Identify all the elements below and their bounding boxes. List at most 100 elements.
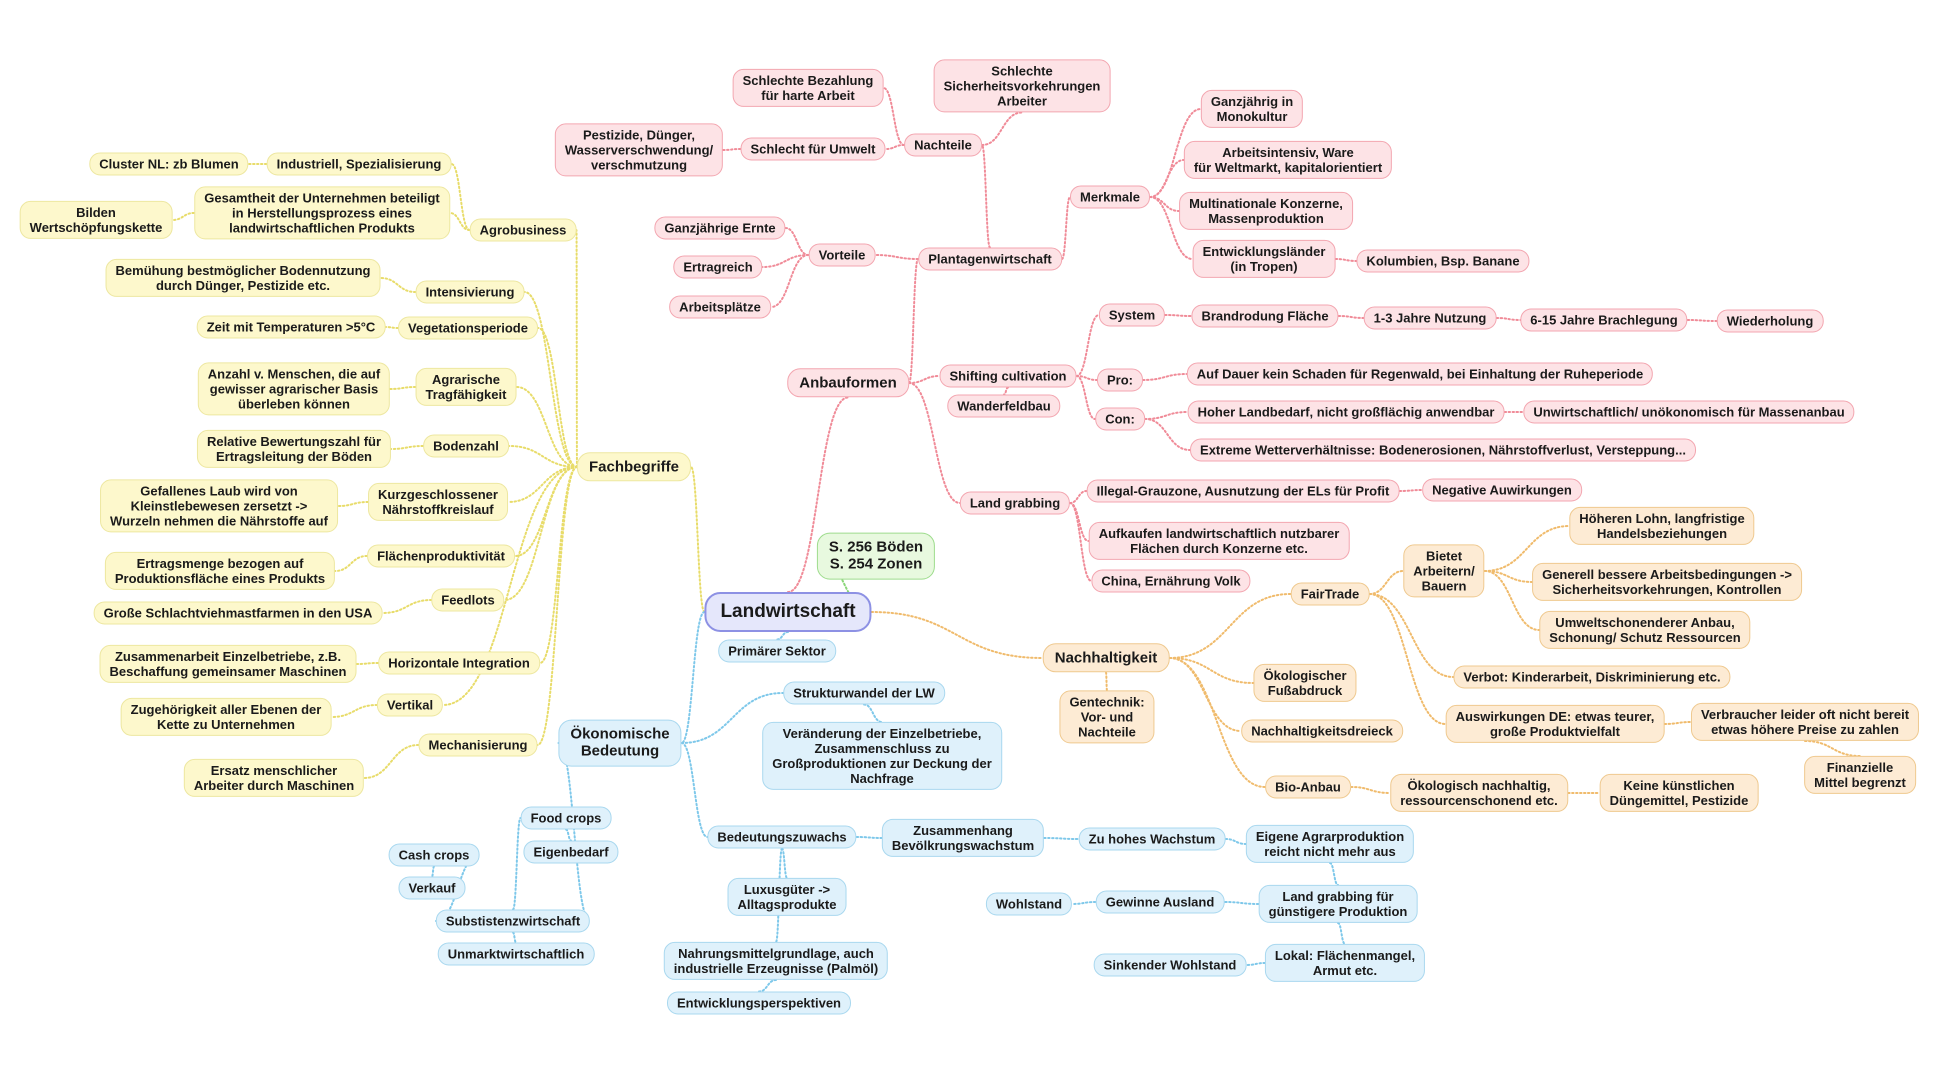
node-eigenbed[interactable]: Eigenbedarf bbox=[523, 840, 619, 864]
node-auswirk[interactable]: Auswirkungen DE: etwas teurer,große Prod… bbox=[1445, 704, 1665, 744]
node-unmarkt[interactable]: Unmarktwirtschaftlich bbox=[437, 942, 595, 966]
node-veraend[interactable]: Veränderung der Einzelbetriebe,Zusammens… bbox=[762, 721, 1002, 791]
node-zusarb[interactable]: Zusammenarbeit Einzelbetriebe, z.B.Besch… bbox=[99, 644, 357, 684]
node-vort[interactable]: Vorteile bbox=[808, 243, 876, 267]
node-verkauf[interactable]: Verkauf bbox=[398, 876, 466, 900]
node-intens[interactable]: Intensivierung bbox=[415, 280, 525, 304]
node-jahre13[interactable]: 1-3 Jahre Nutzung bbox=[1363, 306, 1497, 330]
node-hoher[interactable]: Hoher Landbedarf, nicht großflächig anwe… bbox=[1187, 400, 1505, 424]
node-brand[interactable]: Brandrodung Fläche bbox=[1191, 304, 1339, 328]
node-feed[interactable]: Feedlots bbox=[431, 588, 505, 612]
node-cluster[interactable]: Cluster NL: zb Blumen bbox=[89, 152, 249, 176]
node-zuhoch[interactable]: Zu hohes Wachstum bbox=[1078, 827, 1226, 851]
node-multi[interactable]: Multinationale Konzerne,Massenproduktion bbox=[1179, 191, 1353, 231]
node-entw[interactable]: Entwicklungsländer(in Tropen) bbox=[1192, 239, 1336, 279]
node-extrem[interactable]: Extreme Wetterverhältnisse: Bodenerosion… bbox=[1190, 438, 1696, 462]
node-system[interactable]: System bbox=[1098, 303, 1166, 327]
node-vert[interactable]: Vertikal bbox=[376, 693, 444, 717]
node-generell[interactable]: Generell bessere Arbeitsbedingungen ->Si… bbox=[1532, 562, 1802, 602]
node-illegal[interactable]: Illegal-Grauzone, Ausnutzung der ELs für… bbox=[1086, 479, 1400, 503]
node-bodenz[interactable]: Bodenzahl bbox=[423, 434, 509, 458]
node-food[interactable]: Food crops bbox=[520, 806, 612, 830]
node-china[interactable]: China, Ernährung Volk bbox=[1091, 569, 1251, 593]
node-con[interactable]: Con: bbox=[1095, 407, 1145, 431]
node-indus[interactable]: Industriell, Spezialisierung bbox=[266, 152, 452, 176]
node-wohl[interactable]: Wohlstand bbox=[985, 892, 1073, 916]
node-arbpl[interactable]: Arbeitsplätze bbox=[669, 295, 771, 319]
node-veget[interactable]: Vegetationsperiode bbox=[398, 316, 538, 340]
node-horiz[interactable]: Horizontale Integration bbox=[378, 651, 540, 675]
node-ganzernte[interactable]: Ganzjährige Ernte bbox=[654, 216, 786, 240]
node-dauer[interactable]: Auf Dauer kein Schaden für Regenwald, be… bbox=[1186, 362, 1654, 386]
node-nacht[interactable]: Nachteile bbox=[904, 133, 982, 157]
node-gewinne[interactable]: Gewinne Ausland bbox=[1095, 890, 1225, 914]
node-verbot[interactable]: Verbot: Kinderarbeit, Diskriminierung et… bbox=[1453, 665, 1731, 689]
node-schlumw[interactable]: Schlecht für Umwelt bbox=[740, 137, 886, 161]
node-luxus[interactable]: Luxusgüter ->Alltagsprodukte bbox=[727, 877, 847, 917]
node-nachh[interactable]: Nachhaltigkeit bbox=[1042, 643, 1170, 673]
node-merk[interactable]: Merkmale bbox=[1070, 185, 1150, 209]
node-subsist[interactable]: Substistenzwirtschaft bbox=[435, 909, 591, 933]
node-umwelts[interactable]: Umweltschonenderer Anbau,Schonung/ Schut… bbox=[1539, 610, 1751, 650]
node-landgr[interactable]: Land grabbing bbox=[959, 491, 1071, 515]
node-negaus[interactable]: Negative Auwirkungen bbox=[1422, 478, 1582, 502]
node-pest[interactable]: Pestizide, Dünger,Wasserverschwendung/ve… bbox=[554, 123, 724, 177]
node-oekonach[interactable]: Ökologisch nachhaltig,ressourcenschonend… bbox=[1390, 773, 1568, 813]
node-ertrag[interactable]: Ertragreich bbox=[673, 255, 763, 279]
node-shift[interactable]: Shifting cultivation bbox=[939, 364, 1077, 388]
node-wander[interactable]: Wanderfeldbau bbox=[947, 394, 1061, 418]
node-jahre615[interactable]: 6-15 Jahre Brachlegung bbox=[1520, 308, 1688, 332]
node-dreieck[interactable]: Nachhaltigkeitsdreieck bbox=[1241, 719, 1403, 743]
node-cash[interactable]: Cash crops bbox=[388, 843, 480, 867]
node-zeit[interactable]: Zeit mit Temperaturen >5°C bbox=[196, 315, 386, 339]
node-mech[interactable]: Mechanisierung bbox=[418, 733, 538, 757]
node-wieder[interactable]: Wiederholung bbox=[1716, 309, 1824, 333]
node-agro[interactable]: Agrobusiness bbox=[469, 218, 577, 242]
node-primaer[interactable]: Primärer Sektor bbox=[718, 639, 836, 663]
node-sinkend[interactable]: Sinkender Wohlstand bbox=[1093, 953, 1247, 977]
node-lokal[interactable]: Lokal: Flächenmangel,Armut etc. bbox=[1264, 943, 1426, 983]
node-pro[interactable]: Pro: bbox=[1097, 368, 1143, 392]
node-anbau[interactable]: Anbauformen bbox=[787, 368, 909, 398]
node-grosse[interactable]: Große Schlachtviehmastfarmen in den USA bbox=[93, 601, 383, 625]
node-fach[interactable]: Fachbegriffe bbox=[576, 452, 692, 482]
node-bedzu[interactable]: Bedeutungszuwachs bbox=[707, 825, 857, 849]
node-struktur[interactable]: Strukturwandel der LW bbox=[783, 681, 945, 705]
node-plant[interactable]: Plantagenwirtschaft bbox=[918, 247, 1062, 271]
node-unwirt[interactable]: Unwirtschaftlich/ unökonomisch für Masse… bbox=[1523, 400, 1855, 424]
node-kolum[interactable]: Kolumbien, Bsp. Banane bbox=[1356, 249, 1530, 273]
node-root[interactable]: Landwirtschaft bbox=[704, 591, 872, 633]
node-bio[interactable]: Bio-Anbau bbox=[1265, 775, 1351, 799]
node-flaech[interactable]: Flächenproduktivität bbox=[367, 544, 515, 568]
node-entwpers[interactable]: Entwicklungsperspektiven bbox=[667, 991, 851, 1015]
